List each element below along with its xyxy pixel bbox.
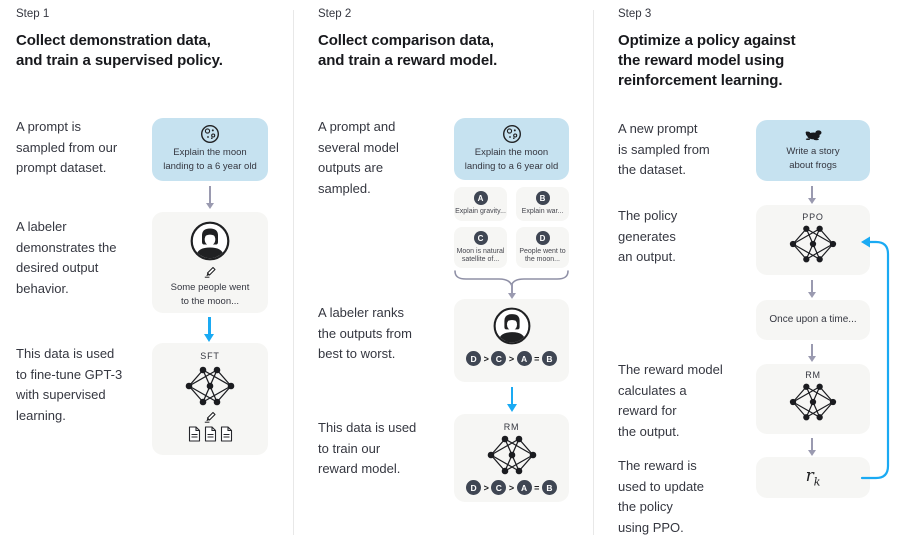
step-1-caption-finetune: This data is used to fine-tune GPT-3 wit… <box>16 346 123 423</box>
step-1-heading: Collect demonstration data, and train a … <box>16 32 223 69</box>
output-a-text: Explain gravity... <box>455 207 506 215</box>
step-2-label: Step 2 <box>318 8 352 20</box>
step-3-caption-update: The reward is used to update the policy … <box>618 458 705 535</box>
pencil-icon <box>204 266 216 278</box>
rank-badge-d: D <box>466 351 482 366</box>
step-1-label: Step 1 <box>16 8 50 20</box>
step-2-heading: Collect comparison data, and train a rew… <box>318 32 498 69</box>
rm-model-box: RM <box>756 364 870 434</box>
feedback-loop-arrow-icon <box>860 236 890 480</box>
reward-value-box: rk <box>756 457 870 498</box>
neural-network-icon <box>185 366 235 406</box>
labeler-icon <box>190 221 230 261</box>
output-a-badge: A <box>473 191 488 205</box>
rank-badge-c: C <box>491 351 507 366</box>
prompt-text: Explain the moon landing to a 6 year old <box>464 147 559 172</box>
prompt-text: Write a story about frogs <box>786 146 840 171</box>
rank-badge-b: B <box>541 351 557 366</box>
step-3-caption-prompt: A new prompt is sampled from the dataset… <box>618 121 710 177</box>
arrow-down-icon <box>811 186 813 198</box>
output-b-text: Explain war... <box>521 207 564 215</box>
rank-badge-d: D <box>466 480 482 495</box>
step-3-heading: Optimize a policy against the reward mod… <box>618 32 796 89</box>
labeler-icon <box>493 307 530 345</box>
prompt-box: Write a story about frogs <box>756 120 870 181</box>
labeler-demo-text: Some people went to the moon... <box>170 282 250 307</box>
output-box-d: D People went to the moon... <box>516 227 569 268</box>
output-box-c: C Moon is natural satellite of... <box>454 227 507 268</box>
output-b-badge: B <box>535 191 550 205</box>
labeler-ranking-box: D > C > A = B <box>454 299 569 382</box>
ranking-row: D > C > A = B <box>466 351 557 366</box>
step-1-caption-prompt: A prompt is sampled from our prompt data… <box>16 119 118 175</box>
arrow-down-icon <box>209 186 211 203</box>
ppo-policy-box: PPO <box>756 205 870 275</box>
step-2-caption-prompt: A prompt and several model outputs are s… <box>318 119 399 196</box>
policy-output-text: Once upon a time... <box>769 314 857 326</box>
neural-network-icon <box>789 225 837 263</box>
step-3-caption-reward: The reward model calculates a reward for… <box>618 362 723 439</box>
step-3-caption-policy: The policy generates an output. <box>618 208 678 264</box>
ppo-label: PPO <box>802 212 824 222</box>
rank-badge-c: C <box>491 480 507 495</box>
arrow-down-icon <box>811 280 813 292</box>
step-1-caption-labeler: A labeler demonstrates the desired outpu… <box>16 219 117 296</box>
rank-badge-b: B <box>541 480 557 495</box>
reward-value: rk <box>805 466 821 489</box>
ranking-row: D > C > A = B <box>466 480 557 495</box>
output-d-text: People went to the moon... <box>519 247 566 264</box>
documents-icon <box>188 426 233 442</box>
step-2-caption-train: This data is used to train our reward mo… <box>318 420 417 476</box>
output-box-b: B Explain war... <box>516 187 569 221</box>
output-d-badge: D <box>535 231 550 245</box>
sft-model-box: SFT <box>152 343 268 455</box>
column-divider-1 <box>293 10 294 535</box>
rm-label: RM <box>805 370 821 380</box>
arrow-down-icon <box>811 344 813 356</box>
prompt-box: Explain the moon landing to a 6 year old <box>152 118 268 181</box>
neural-network-icon <box>487 435 536 475</box>
frog-icon <box>805 130 821 141</box>
arrow-down-icon <box>511 284 513 293</box>
arrow-down-icon <box>811 438 813 450</box>
step-3-label: Step 3 <box>618 8 652 20</box>
rank-badge-a: A <box>516 351 532 366</box>
rank-badge-a: A <box>516 480 532 495</box>
output-c-text: Moon is natural satellite of... <box>456 247 505 264</box>
step-2-caption-rank: A labeler ranks the outputs from best to… <box>318 305 412 361</box>
arrow-down-blue-icon <box>510 387 514 404</box>
column-divider-2 <box>593 10 594 535</box>
prompt-text: Explain the moon landing to a 6 year old <box>163 147 257 172</box>
rm-model-box: RM D > C > A <box>454 414 569 502</box>
rm-label: RM <box>503 422 520 432</box>
output-c-badge: C <box>473 231 488 245</box>
neural-network-icon <box>789 383 837 421</box>
output-box-a: A Explain gravity... <box>454 187 507 221</box>
labeler-box: Some people went to the moon... <box>152 212 268 313</box>
policy-output-box: Once upon a time... <box>756 300 870 340</box>
pencil-icon <box>204 411 216 423</box>
arrow-down-blue-icon <box>208 317 211 334</box>
sft-label: SFT <box>200 351 220 361</box>
prompt-box: Explain the moon landing to a 6 year old <box>454 118 569 180</box>
moon-icon <box>502 124 521 144</box>
moon-icon <box>200 124 220 144</box>
